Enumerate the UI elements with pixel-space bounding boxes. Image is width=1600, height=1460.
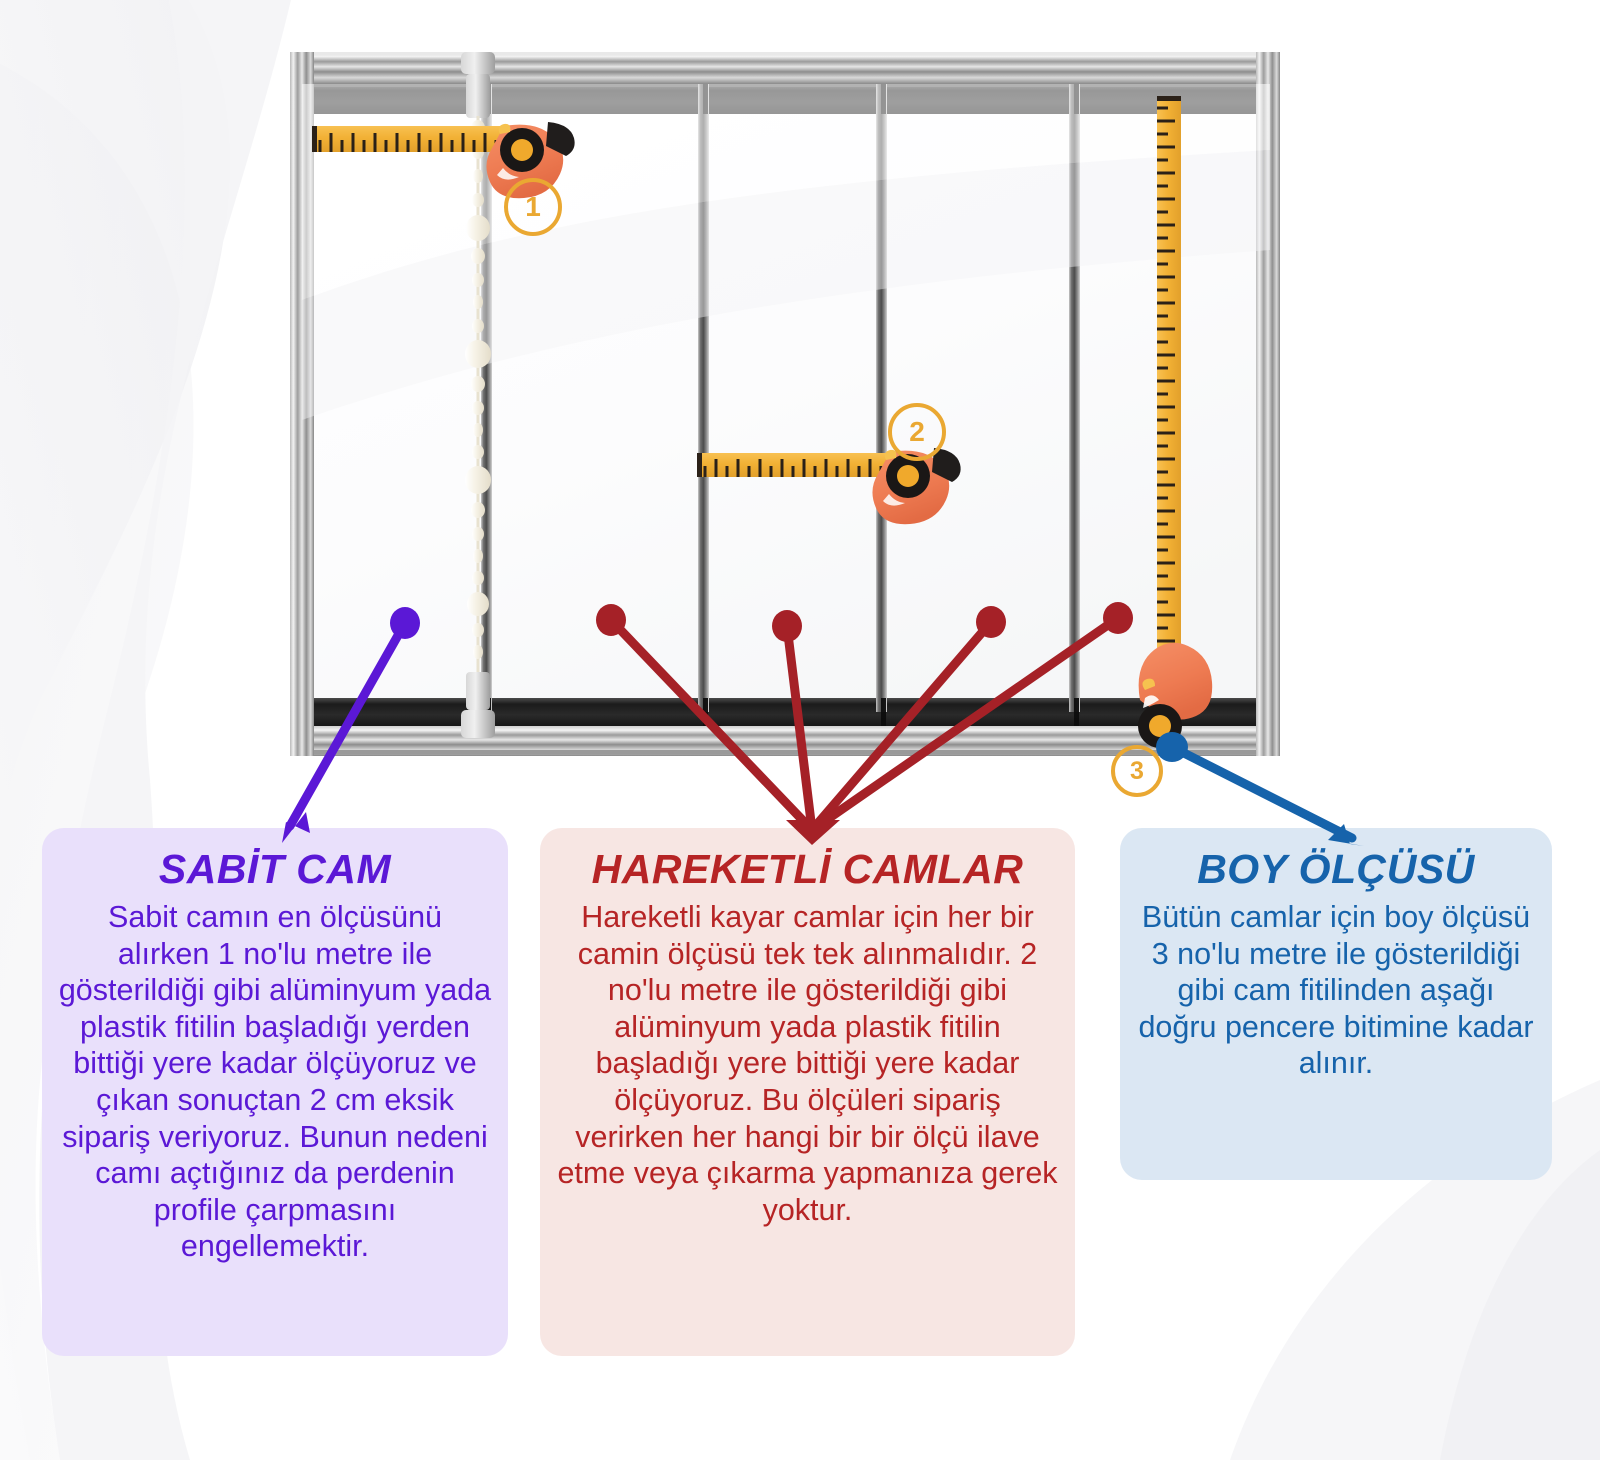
card-body-sabit-cam: Sabit camın en ölçüsünü alırken 1 no'lu … <box>58 900 492 1264</box>
marker-badge-2: 2 <box>888 403 946 461</box>
card-title-hareketli-camlar: HAREKETLİ CAMLAR <box>591 846 1024 892</box>
card-title-sabit-cam: SABİT CAM <box>158 846 392 892</box>
marker-label-3: 3 <box>1130 756 1144 785</box>
callout-card-sabit-cam: SABİT CAM Sabit camın en ölçüsünü alırke… <box>42 828 508 1356</box>
marker-label-2: 2 <box>909 416 925 447</box>
sliding-glass-window-diagram <box>290 52 1280 756</box>
marker-label-1: 1 <box>525 191 541 222</box>
marker-badge-1: 1 <box>504 178 562 236</box>
card-body-hareketli-camlar: Hareketli kayar camlar için her bir cami… <box>557 900 1058 1227</box>
card-body-boy-olcusu: Bütün camlar için boy ölçüsü 3 no'lu met… <box>1138 900 1534 1081</box>
marker-badge-3: 3 <box>1111 745 1163 797</box>
callout-card-hareketli-camlar: HAREKETLİ CAMLAR Hareketli kayar camlar … <box>540 828 1075 1356</box>
callout-card-boy-olcusu: BOY ÖLÇÜSÜ Bütün camlar için boy ölçüsü … <box>1120 828 1552 1180</box>
card-title-boy-olcusu: BOY ÖLÇÜSÜ <box>1197 846 1475 892</box>
